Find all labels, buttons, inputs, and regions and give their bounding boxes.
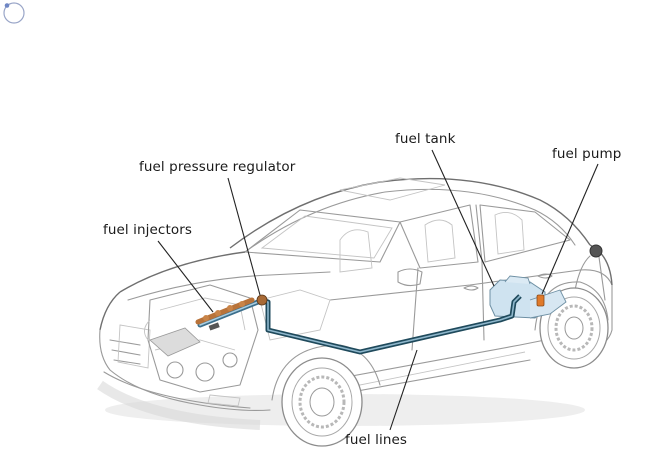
loading-spinner-icon [3, 2, 25, 24]
fuel-injectors [195, 297, 261, 331]
fuel-cap [589, 244, 603, 258]
engine [144, 284, 331, 393]
leader-fuel-lines [389, 349, 418, 431]
label-fuel-pump: fuel pump [552, 146, 622, 162]
label-fuel-injectors: fuel injectors [103, 222, 192, 238]
leader-fuel-injectors [157, 240, 214, 313]
label-fuel-tank: fuel tank [395, 131, 456, 147]
leader-fuel-pump [541, 163, 599, 295]
fuel-pressure-regulator [256, 294, 268, 306]
label-fuel-lines: fuel lines [345, 432, 408, 448]
fuel-lines [261, 294, 522, 355]
leader-fuel-pressure-regulator [227, 177, 261, 296]
fuel-pump [536, 294, 545, 307]
car-body [99, 177, 613, 411]
leader-fuel-tank [431, 149, 495, 287]
label-fuel-pressure-regulator: fuel pressure regulator [139, 159, 296, 175]
front-wheel [271, 344, 381, 447]
